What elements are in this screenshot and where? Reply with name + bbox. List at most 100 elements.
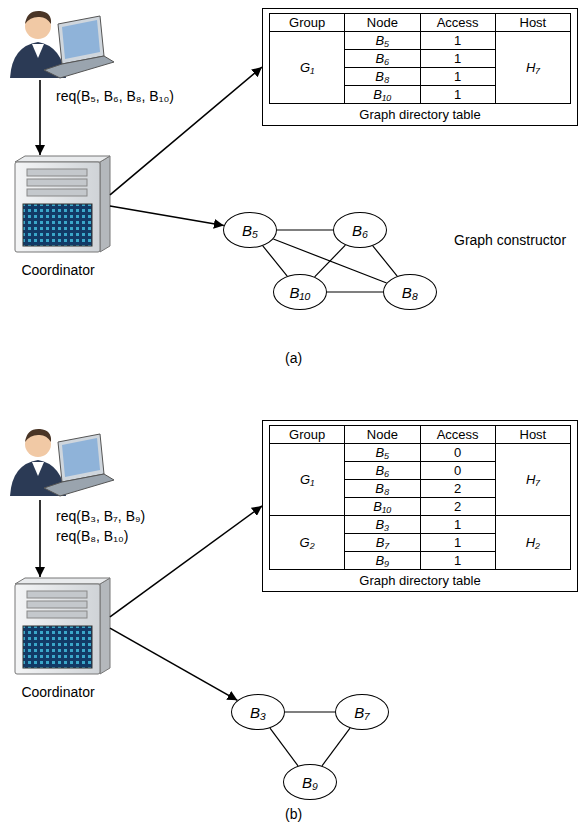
node-label: B₅ [242,222,258,239]
graph-edge [263,246,287,276]
subfigure-label: (a) [283,350,304,366]
cell-text: 0 [454,463,461,478]
graph-node: B₇ [335,694,389,730]
cell-text: 2 [454,481,461,496]
table-cell: B₁₀ [345,498,420,516]
cell-text: Access [437,15,479,30]
graph-node: B₆ [333,212,387,248]
cell-text: Host [520,15,547,30]
node-label: B₈ [402,284,418,301]
table-cell: H₂ [495,516,570,570]
graph-node: B₃ [231,694,285,730]
table-cell: Node [345,426,420,444]
table-cell: 1 [420,86,495,104]
cell-text: B₆ [375,463,389,478]
table-cell: G₂ [270,516,345,570]
table-row: G₂B₃1H₂ [270,516,571,534]
graph-edge [315,245,346,277]
node-label: B₁₀ [289,284,310,301]
user-icon [10,429,114,496]
request-label: req(B₅, B₆, B₈, B₁₀) [54,88,176,104]
cell-text: 1 [454,535,461,550]
table-cell: G₁ [270,32,345,104]
table-cell: Host [495,14,570,32]
table-row: G₁B₅1H₇ [270,32,571,50]
cell-text: Group [289,15,325,30]
directory-grid: GroupNodeAccessHostG₁B₅0H₇B₆0B₈2B₁₀2G₂B₃… [269,425,571,570]
graph-node: B₁₀ [273,274,327,310]
table-cell: 1 [420,32,495,50]
user-icon [10,11,114,78]
cell-text: B₃ [375,517,389,532]
request-arrow [110,67,262,195]
table-cell: 1 [420,50,495,68]
graph-edge [277,229,333,230]
table-cell: B₅ [345,32,420,50]
table-cell: B₃ [345,516,420,534]
cell-text: Host [520,427,547,442]
graph-node: B₅ [223,212,277,248]
request-arrow [110,628,237,700]
table-cell: Node [345,14,420,32]
table-row: Group Node Access Host [270,14,571,32]
table-cell: B₉ [345,552,420,570]
node-label: B₆ [352,222,368,239]
table-cell: Access [420,426,495,444]
directory-table: GroupNodeAccessHostG₁B₅0H₇B₆0B₈2B₁₀2G₂B₃… [262,420,578,592]
cell-text: B₁₀ [373,499,391,514]
graph-edge [270,728,298,766]
cell-text: G₁ [300,60,314,75]
cell-text: Group [289,427,325,442]
directory-table: GroupNodeAccessHostG₁B₅1H₇B₆1B₈1B₁₀1Grap… [262,8,578,126]
table-cell: 1 [420,534,495,552]
table-row: B₈ 1 [270,68,571,86]
node-label: B₃ [250,704,266,721]
server-icon [15,578,110,674]
graph-node: B₉ [283,764,337,800]
cell-text: B₅ [375,445,389,460]
cell-text: H₇ [526,60,540,75]
table-cell: 1 [420,552,495,570]
table-cell: G₁ [270,444,345,516]
cell-text: 0 [454,445,461,460]
table-cell: B₅ [345,444,420,462]
host-label: Coordinator [19,684,96,700]
coordinator-server: Coordinator [6,154,110,278]
host-label: Coordinator [19,262,96,278]
graph-node: B₈ [383,274,437,310]
cell-text: G₁ [300,472,314,487]
cell-text: B₉ [375,553,389,568]
cell-text: G₂ [300,535,315,550]
table-cell: Host [495,426,570,444]
cell-text: Node [367,427,398,442]
cell-text: B₁₀ [373,87,391,102]
table-cell: B₆ [345,462,420,480]
node-label: B₇ [354,704,369,721]
table-cell: 0 [420,462,495,480]
table-cell: B₆ [345,50,420,68]
request-label: req(B₃, B₇, B₉) [54,508,147,524]
table-cell: B₇ [345,534,420,552]
cell-text: 1 [454,87,461,102]
table-caption: Graph directory table [269,107,571,122]
table-cell: B₁₀ [345,86,420,104]
table-cell: Group [270,426,345,444]
graph-edge [373,246,397,276]
table-row: B₆ 0 [270,462,571,480]
table-row: Group Node Access Host [270,426,571,444]
cell-text: B₈ [375,481,389,496]
table-cell: 1 [420,516,495,534]
request-label: req(B₈, B₁₀) [54,528,130,544]
cell-text: B₆ [375,51,389,66]
cell-text: 2 [454,499,461,514]
cell-text: B₈ [375,69,389,84]
table-cell: 1 [420,68,495,86]
table-cell: Access [420,14,495,32]
table-row: B₁₀ 2 [270,498,571,516]
table-caption: Graph directory table [269,573,571,588]
request-arrow [110,206,224,225]
coordinator-server: Coordinator [6,576,110,700]
table-row: B₈ 2 [270,480,571,498]
table-cell: B₈ [345,480,420,498]
